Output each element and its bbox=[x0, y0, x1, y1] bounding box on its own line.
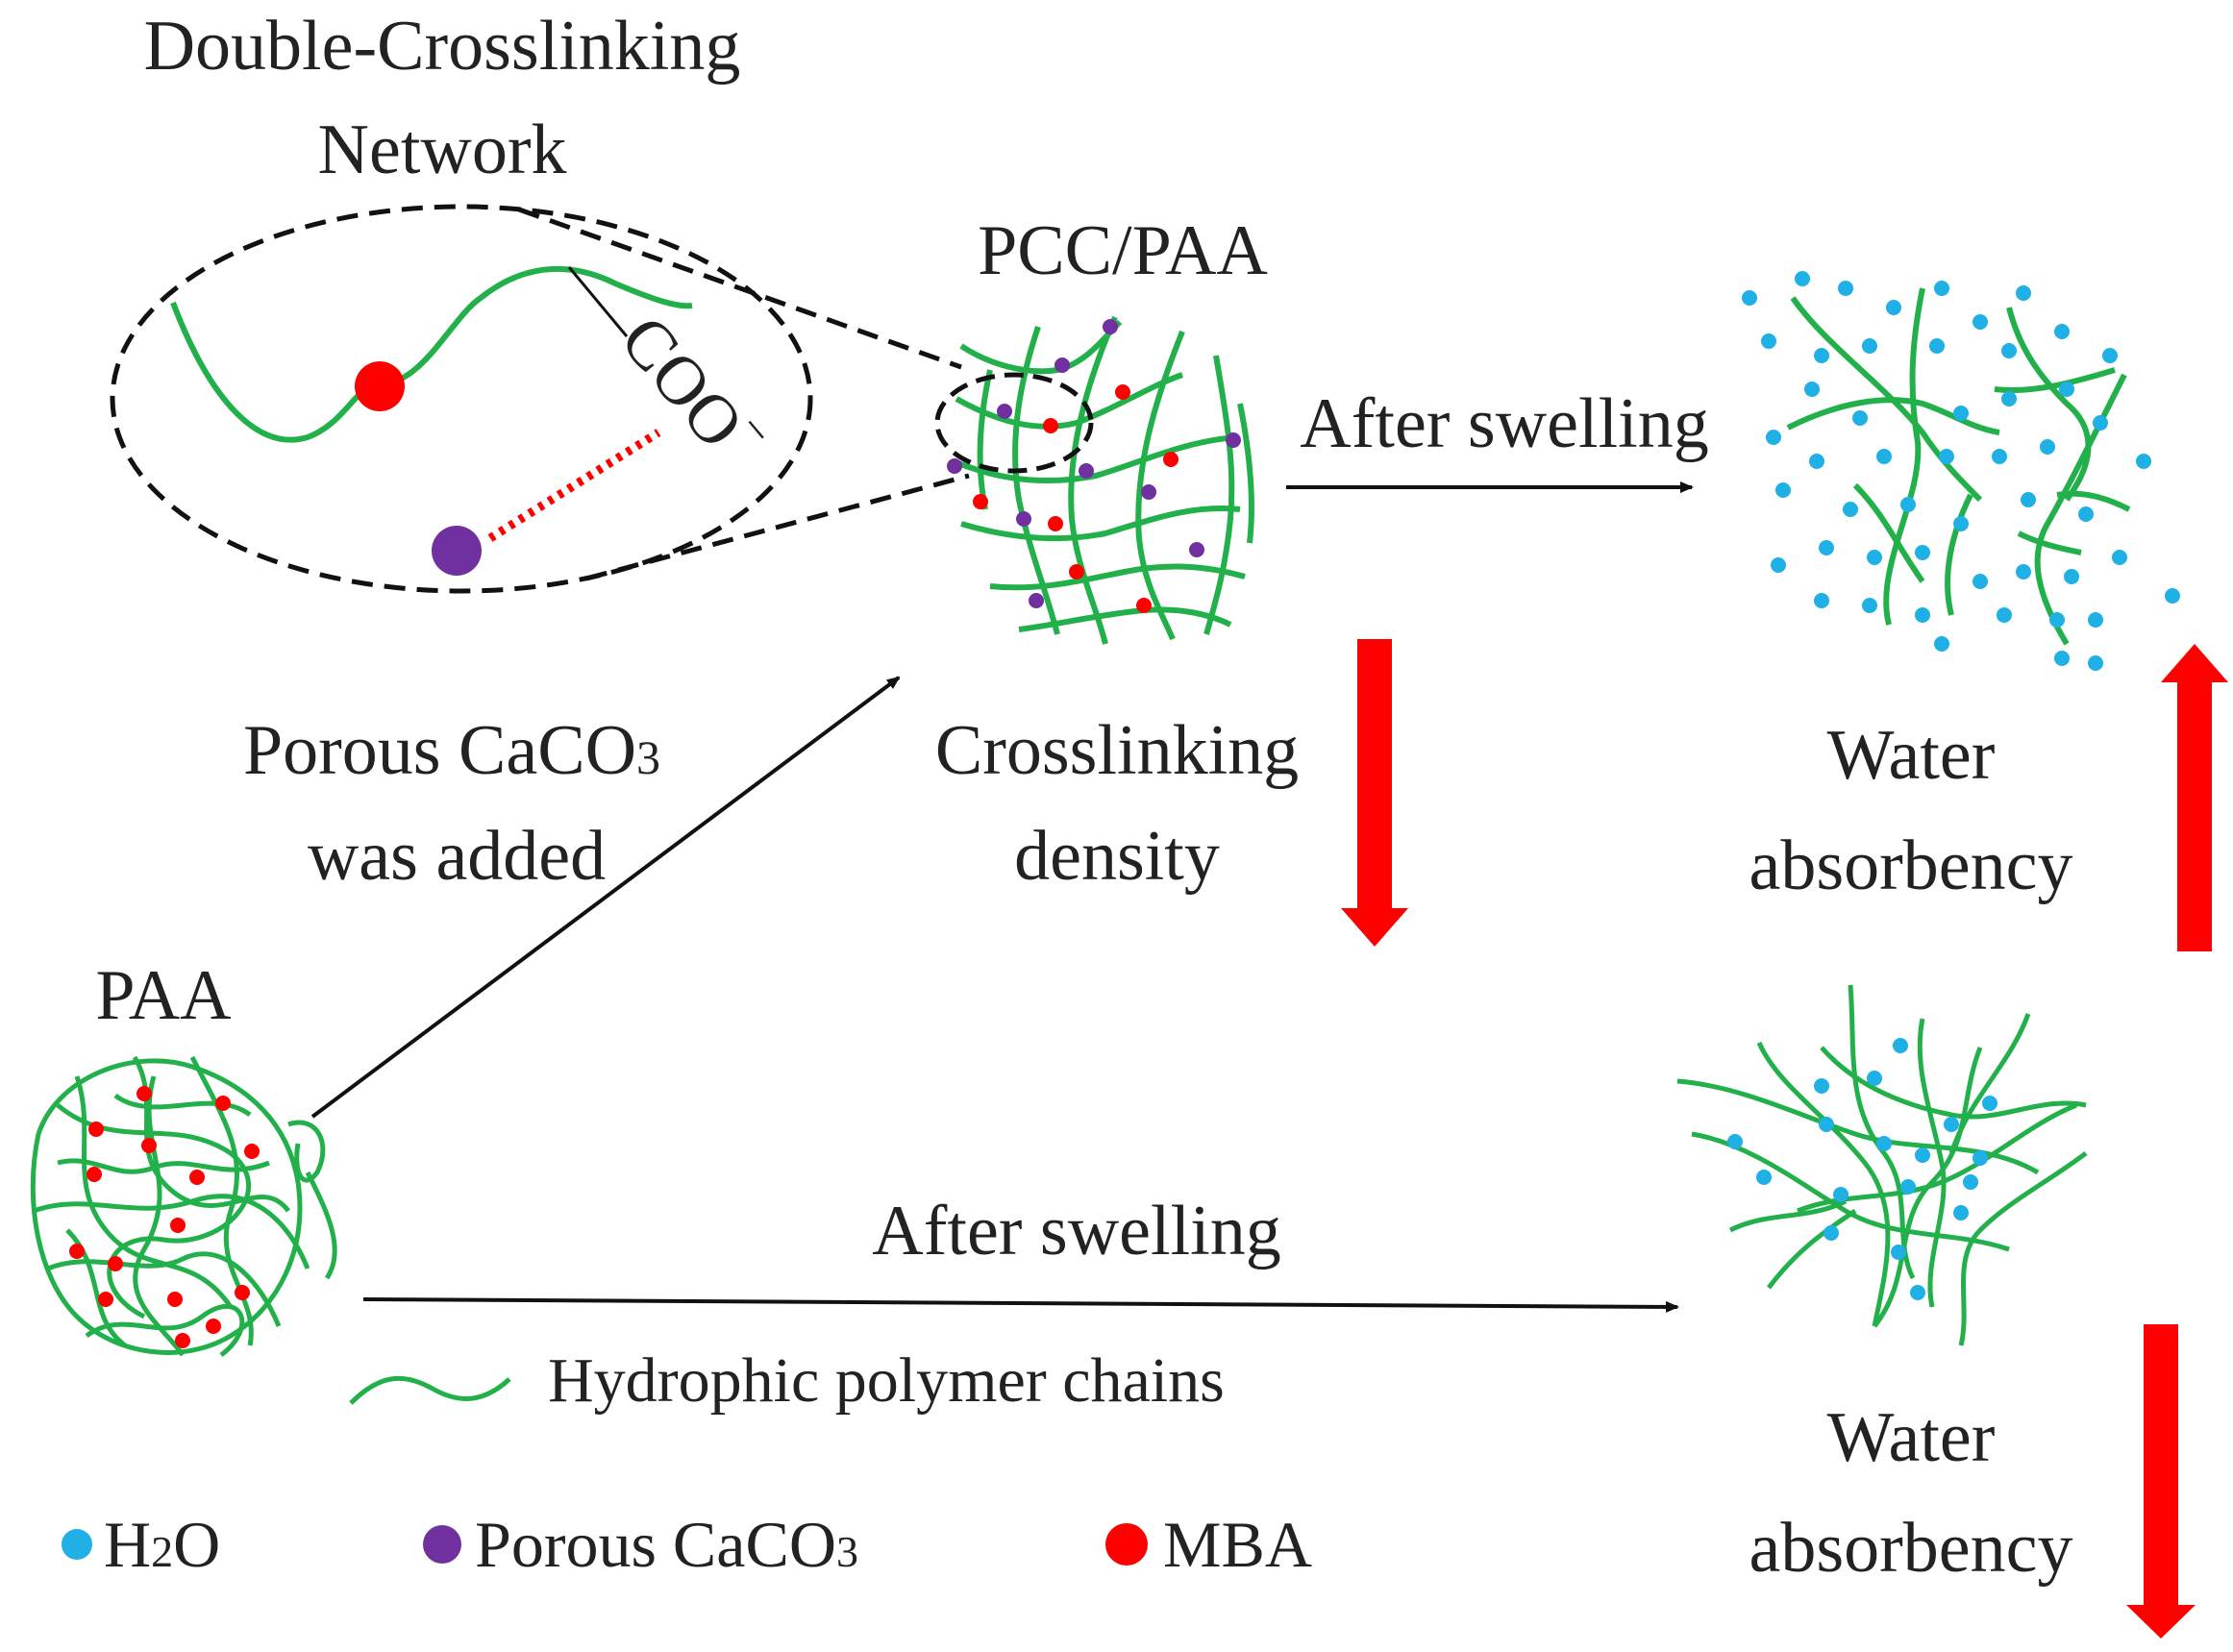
zoom-guide-top bbox=[518, 207, 962, 370]
crosslinking-density-line2: density bbox=[1014, 817, 1220, 896]
water-absorbency-bottom-line2: absorbency bbox=[1749, 1509, 2073, 1588]
legend-mba-dot bbox=[1105, 1523, 1148, 1566]
crosslinking-density-down-arrow bbox=[1341, 639, 1408, 947]
legend-h2o-label: H2O bbox=[104, 1508, 220, 1581]
zoom-guide-bottom bbox=[585, 473, 970, 581]
swollen-pcc-network bbox=[1742, 271, 2180, 671]
zoom-ellipse bbox=[110, 204, 813, 594]
swollen-pcc-water-dots bbox=[1742, 271, 2180, 671]
legend-chain-icon bbox=[349, 1375, 511, 1405]
swollen-paa-water-dots bbox=[1727, 1038, 1997, 1300]
top-swelling-arrow-group: After swelling bbox=[1286, 384, 1709, 493]
paa-label: PAA bbox=[95, 956, 231, 1035]
pcc-paa-label: PCC/PAA bbox=[978, 211, 1268, 290]
legend-h2o-dot bbox=[62, 1529, 92, 1560]
paa-mba-dots bbox=[69, 1086, 260, 1348]
after-swelling-bottom-label: After swelling bbox=[872, 1192, 1280, 1270]
porous-added-line1: Porous CaCO3 bbox=[243, 711, 660, 790]
porous-added-line2: was added bbox=[308, 817, 606, 896]
crosslinking-density-line1: Crosslinking bbox=[935, 711, 1299, 790]
porous-added-arrow bbox=[310, 676, 901, 1119]
water-absorbency-top-line1: Water bbox=[1827, 716, 1996, 795]
pcc-paa-network: PCC/PAA bbox=[934, 211, 1268, 645]
ionic-interaction-line bbox=[487, 429, 661, 542]
legend: Hydrophic polymer chains H2O Porous CaCO… bbox=[62, 1345, 1312, 1581]
zoom-mba-dot bbox=[355, 361, 405, 411]
pcc-porous-caco3-dots bbox=[947, 319, 1241, 608]
water-absorbency-top-up-arrow bbox=[2161, 644, 2228, 951]
middle-indicators: Porous CaCO3 was added Crosslinking dens… bbox=[243, 639, 2228, 1119]
water-absorbency-bottom-line1: Water bbox=[1827, 1398, 1996, 1477]
legend-chain-label: Hydrophic polymer chains bbox=[548, 1345, 1225, 1416]
zoom-porous-caco3-dot bbox=[432, 526, 482, 576]
swollen-paa-network bbox=[1676, 984, 2088, 1346]
after-swelling-bottom-arrow bbox=[362, 1297, 1679, 1313]
pcc-mba-dots bbox=[973, 384, 1179, 613]
zoom-polymer-chain bbox=[170, 265, 693, 443]
pcc-zoom-ellipse bbox=[934, 372, 1094, 474]
water-absorbency-top-line2: absorbency bbox=[1749, 826, 2073, 905]
paa-blob: PAA bbox=[30, 956, 337, 1357]
network-title-line1: Double-Crosslinking bbox=[144, 7, 741, 86]
legend-mba-label: MBA bbox=[1163, 1508, 1312, 1581]
coo-bond-line bbox=[567, 266, 629, 337]
water-absorbency-bottom-down-arrow bbox=[2126, 1324, 2196, 1639]
bottom-swelling-arrow-group: After swelling bbox=[362, 1192, 1679, 1313]
after-swelling-top-label: After swelling bbox=[1300, 384, 1708, 463]
legend-porous-caco3-dot bbox=[423, 1525, 461, 1564]
network-title-line2: Network bbox=[318, 111, 567, 189]
network-zoom-panel: Double-Crosslinking Network COO − bbox=[110, 7, 970, 594]
legend-porous-caco3-label: Porous CaCO3 bbox=[475, 1508, 858, 1581]
bottom-right-indicators: Water absorbency bbox=[1749, 1324, 2196, 1639]
